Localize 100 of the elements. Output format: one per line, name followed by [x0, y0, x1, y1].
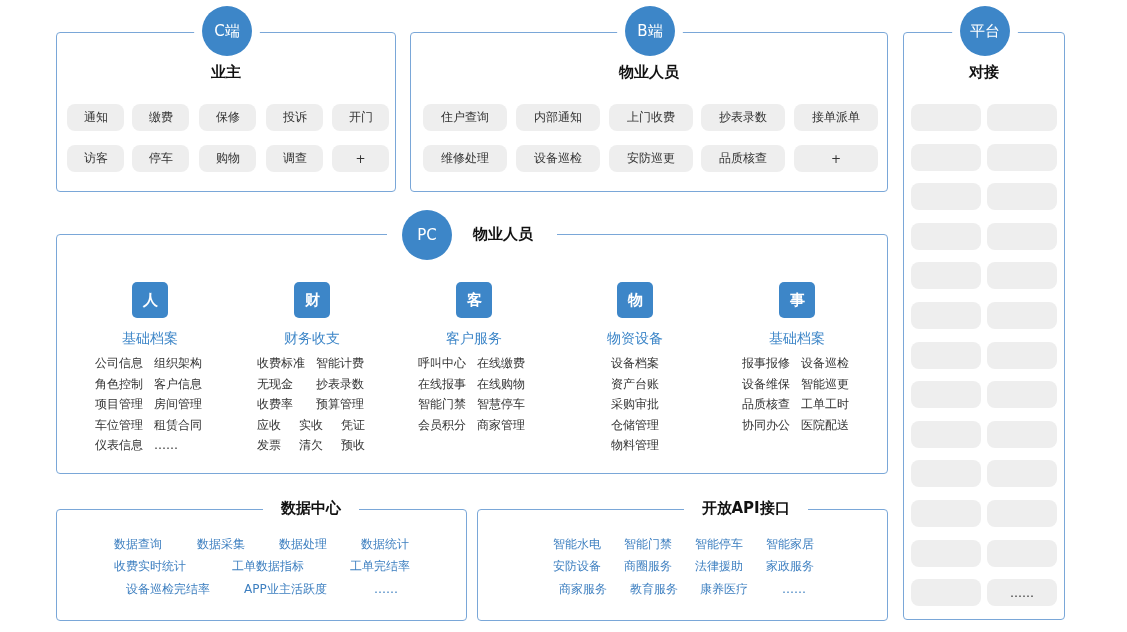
feature-item: 预收 [341, 437, 365, 453]
feature-item: 收费率 [257, 396, 293, 412]
tag-chip: …… [987, 579, 1057, 607]
feature-item: 设备维保 [742, 375, 790, 392]
feature-item: 项目管理 [95, 396, 143, 412]
column-heading: 物资设备 [607, 330, 663, 346]
tag-chip: 调查 [266, 145, 323, 172]
feature-item: 在线购物 [477, 375, 525, 392]
feature-item: 设备巡检 [801, 355, 849, 371]
feature-item: 商家服务 [559, 581, 607, 597]
feature-item: 智能停车 [695, 536, 743, 552]
feature-item: 仓储管理 [611, 416, 659, 433]
tag-chip: + [332, 145, 389, 172]
category-icon-badge: 财 [294, 282, 330, 318]
column-heading: 基础档案 [769, 330, 825, 346]
feature-item: 实收 [299, 416, 323, 433]
feature-item: 数据统计 [361, 536, 409, 552]
tag-chip: 停车 [132, 145, 189, 172]
tag-chip: + [794, 145, 878, 172]
feature-item: 商家管理 [477, 416, 525, 433]
feature-item: 车位管理 [95, 416, 143, 433]
feature-item: 工单完结率 [350, 558, 410, 574]
feature-item: …… [374, 581, 398, 597]
feature-item: 清欠 [299, 437, 323, 453]
tag-chip: 访客 [67, 145, 124, 172]
tag-chip: 安防巡更 [609, 145, 693, 172]
panel-heading: 数据中心 [262, 499, 359, 518]
feature-item: 教育服务 [630, 581, 678, 597]
feature-item: 品质核查 [742, 396, 790, 412]
feature-item: 租赁合同 [154, 416, 202, 433]
feature-item: 智能水电 [553, 536, 601, 552]
feature-item: 发票 [257, 437, 281, 453]
category-icon-badge: 物 [617, 282, 653, 318]
feature-item: 智慧停车 [477, 396, 525, 412]
column-heading: 客户服务 [446, 330, 502, 346]
tag-chip: 设备巡检 [516, 145, 600, 172]
category-icon-badge: 人 [132, 282, 168, 318]
feature-item: 安防设备 [553, 558, 601, 574]
feature-item: 组织架构 [154, 355, 202, 371]
category-icon-badge: 事 [779, 282, 815, 318]
feature-item: APP业主活跃度 [244, 581, 327, 597]
feature-item: 康养医疗 [700, 581, 748, 597]
feature-item: 数据处理 [279, 536, 327, 552]
badge-circle: PC [402, 210, 452, 260]
tag-chip: 住户查询 [423, 104, 507, 131]
feature-item: 房间管理 [154, 396, 202, 412]
feature-item: 在线报事 [418, 375, 466, 392]
panel-heading: 对接 [968, 63, 1000, 82]
feature-item: 公司信息 [95, 355, 143, 371]
feature-item: 智能家居 [766, 536, 814, 552]
feature-item: 工单数据指标 [232, 558, 304, 574]
category-icon-badge: 客 [456, 282, 492, 318]
tag-chip: 维修处理 [423, 145, 507, 172]
feature-item: 角色控制 [95, 375, 143, 392]
tag-chip: 缴费 [132, 104, 189, 131]
feature-item: 抄表录数 [316, 375, 364, 392]
feature-item: 会员积分 [418, 416, 466, 433]
feature-item: 预算管理 [316, 396, 364, 412]
feature-item: 凭证 [341, 416, 365, 433]
column-heading: 基础档案 [122, 330, 178, 346]
panel-heading: 物业人员 [473, 225, 533, 244]
tag-chip: 抄表录数 [701, 104, 785, 131]
tag-chip: 上门收费 [609, 104, 693, 131]
tag-chip: 通知 [67, 104, 124, 131]
feature-item: 报事报修 [742, 355, 790, 371]
feature-item: 医院配送 [801, 416, 849, 433]
tag-chip: 购物 [199, 145, 256, 172]
feature-item: …… [154, 437, 178, 453]
feature-item: 应收 [257, 416, 281, 433]
feature-item: 呼叫中心 [418, 355, 466, 371]
feature-item: 在线缴费 [477, 355, 525, 371]
tag-chip: 品质核查 [701, 145, 785, 172]
tag-chip: 接单派单 [794, 104, 878, 131]
feature-item: 客户信息 [154, 375, 202, 392]
feature-item: 数据查询 [114, 536, 162, 552]
feature-item: 设备档案 [611, 355, 659, 371]
panel-heading: 物业人员 [617, 63, 680, 82]
feature-item: 智能巡更 [801, 375, 849, 392]
feature-item: 智能门禁 [418, 396, 466, 412]
column-heading: 财务收支 [284, 330, 340, 346]
feature-item: 仪表信息 [95, 437, 143, 453]
tag-chip: 开门 [332, 104, 389, 131]
panel-heading: 业主 [210, 63, 242, 82]
feature-item: 收费实时统计 [114, 558, 186, 574]
feature-item: 商圈服务 [624, 558, 672, 574]
feature-item: 工单工时 [801, 396, 849, 412]
feature-item: 数据采集 [197, 536, 245, 552]
panel-heading: 开放API接口 [683, 499, 808, 518]
feature-item: …… [782, 581, 806, 597]
feature-item: 法律援助 [695, 558, 743, 574]
tag-chip: 内部通知 [516, 104, 600, 131]
feature-item: 协同办公 [742, 416, 790, 433]
tag-chip: 投诉 [266, 104, 323, 131]
feature-item: 智能计费 [316, 355, 364, 371]
feature-item: 家政服务 [766, 558, 814, 574]
feature-item: 资产台账 [611, 375, 659, 392]
feature-item: 智能门禁 [624, 536, 672, 552]
feature-item: 无现金 [257, 375, 293, 392]
feature-item: 采购审批 [611, 396, 659, 412]
feature-item: 设备巡检完结率 [126, 581, 210, 597]
